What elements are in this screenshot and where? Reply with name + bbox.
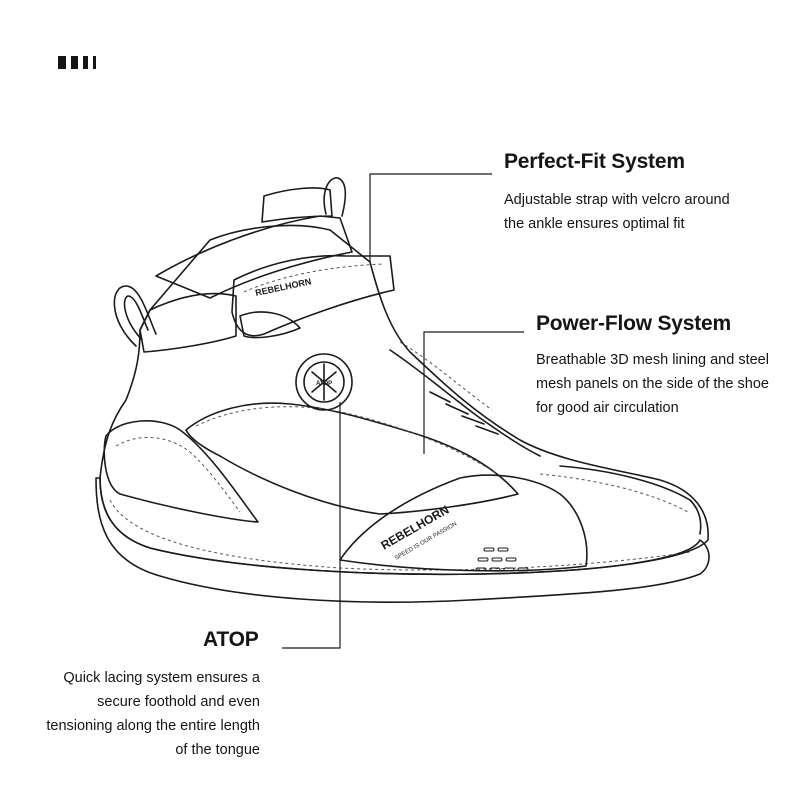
brand-bars-logo bbox=[58, 56, 96, 69]
rear-pull-loop bbox=[113, 285, 157, 347]
leader-atop bbox=[282, 402, 341, 649]
leader-power-flow bbox=[423, 331, 524, 454]
dial-label-text: ATOP bbox=[316, 381, 332, 387]
leader-perfect-fit bbox=[369, 173, 492, 262]
mesh-side-panel bbox=[185, 402, 519, 515]
perfect-fit-title: Perfect-Fit System bbox=[504, 150, 685, 173]
strap-brand-text: REBELHORN bbox=[254, 276, 312, 298]
power-flow-title: Power-Flow System bbox=[536, 312, 731, 335]
velcro-strap bbox=[231, 254, 395, 337]
toe-vents bbox=[475, 547, 529, 572]
atop-description: Quick lacing system ensures a secure foo… bbox=[46, 670, 260, 758]
power-flow-description: Breathable 3D mesh lining and steel mesh… bbox=[536, 352, 769, 416]
shoe-upper bbox=[99, 224, 709, 576]
tongue-mesh bbox=[155, 215, 353, 299]
atop-dial bbox=[295, 353, 353, 411]
collar-mesh bbox=[139, 292, 237, 353]
perfect-fit-description: Adjustable strap with velcro around the … bbox=[504, 192, 730, 232]
atop-title: ATOP bbox=[203, 628, 259, 651]
heel-counter bbox=[103, 420, 259, 523]
front-pull-loop bbox=[323, 177, 347, 217]
side-logo-panel bbox=[339, 474, 588, 572]
